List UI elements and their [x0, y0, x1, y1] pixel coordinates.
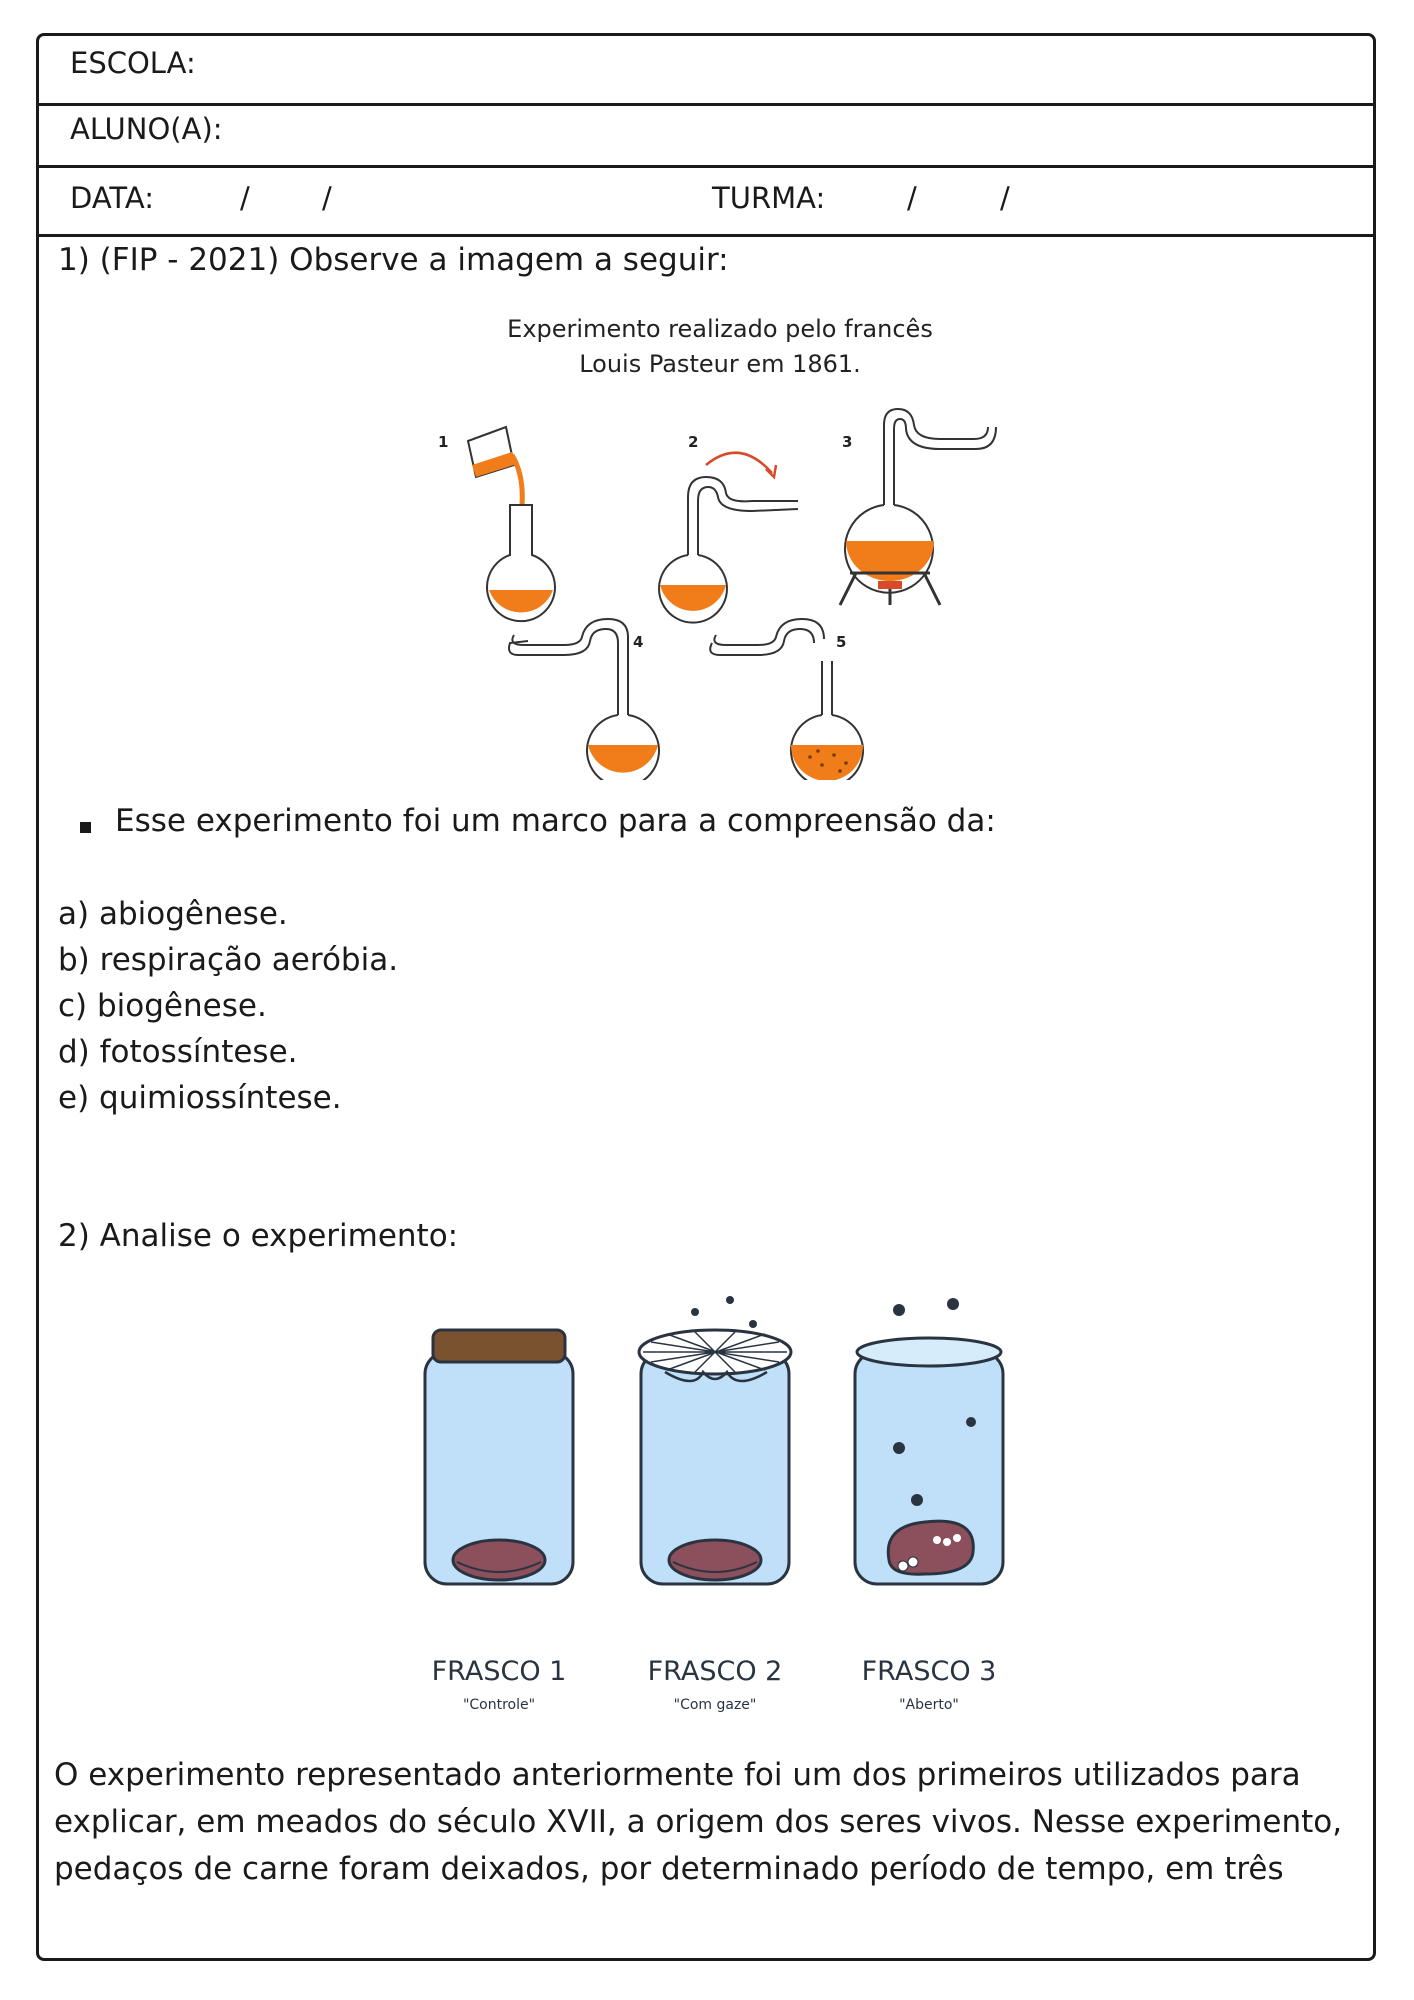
escola-label: ESCOLA:	[70, 46, 196, 80]
aluno-label: ALUNO(A):	[70, 112, 223, 146]
step-number-1: 1	[438, 433, 448, 451]
jar-3: FRASCO 3 "Aberto"	[853, 1298, 1005, 1713]
option-e: e) quimiossíntese.	[58, 1080, 342, 1116]
turma-label: TURMA:	[712, 181, 826, 215]
bullet-marker	[80, 822, 91, 833]
step-number-3: 3	[842, 433, 852, 451]
question-1-title: 1) (FIP - 2021) Observe a imagem a segui…	[58, 242, 729, 278]
step-number-4: 4	[633, 633, 643, 651]
figure-caption-line2: Louis Pasteur em 1861.	[579, 350, 861, 378]
date-slash-2: /	[322, 181, 332, 215]
header-divider-3	[39, 234, 1373, 237]
jar-2-sublabel: "Com gaze"	[674, 1697, 757, 1713]
jar-2-label: FRASCO 2	[648, 1656, 783, 1687]
paragraph-line-2: explicar, em meados do século XVII, a or…	[54, 1804, 1343, 1840]
header-divider-1	[39, 103, 1373, 106]
question-2-paragraph: O experimento representado anteriormente…	[54, 1752, 1344, 1893]
option-a: a) abiogênese.	[58, 896, 288, 932]
pasteur-figure: Experimento realizado pelo francês Louis…	[438, 315, 997, 780]
flask-5	[709, 617, 864, 780]
header-divider-2	[39, 165, 1373, 168]
option-d: d) fotossíntese.	[58, 1034, 298, 1070]
jar-3-sublabel: "Aberto"	[899, 1697, 959, 1713]
worksheet-frame	[36, 33, 1376, 1961]
jar-3-label: FRASCO 3	[862, 1656, 997, 1687]
data-label: DATA:	[70, 181, 154, 215]
jar-1-label: FRASCO 1	[432, 1656, 567, 1687]
flask-1	[466, 425, 556, 623]
option-b: b) respiração aeróbia.	[58, 942, 399, 978]
step-number-5: 5	[836, 633, 846, 651]
date-slash-1: /	[240, 181, 250, 215]
redi-jars-figure: FRASCO 1 "Controle" FRASCO 2 "Com gaze" …	[423, 1296, 1005, 1713]
step-number-2: 2	[688, 433, 698, 451]
figure-caption-line1: Experimento realizado pelo francês	[507, 315, 933, 343]
turma-slash-2: /	[1000, 181, 1010, 215]
paragraph-line-3: pedaços de carne foram deixados, por det…	[54, 1851, 1284, 1887]
flask-3	[838, 407, 997, 606]
turma-slash-1: /	[907, 181, 917, 215]
jar-1: FRASCO 1 "Controle"	[423, 1328, 575, 1713]
option-c: c) biogênese.	[58, 988, 267, 1024]
question-1-prompt: Esse experimento foi um marco para a com…	[115, 803, 996, 839]
question-2-title: 2) Analise o experimento:	[58, 1218, 459, 1254]
jar-1-sublabel: "Controle"	[463, 1697, 535, 1713]
flask-2	[658, 451, 799, 624]
paragraph-line-1: O experimento representado anteriormente…	[54, 1757, 1301, 1793]
jar-2: FRASCO 2 "Com gaze"	[637, 1296, 793, 1713]
flask-4	[508, 617, 660, 780]
